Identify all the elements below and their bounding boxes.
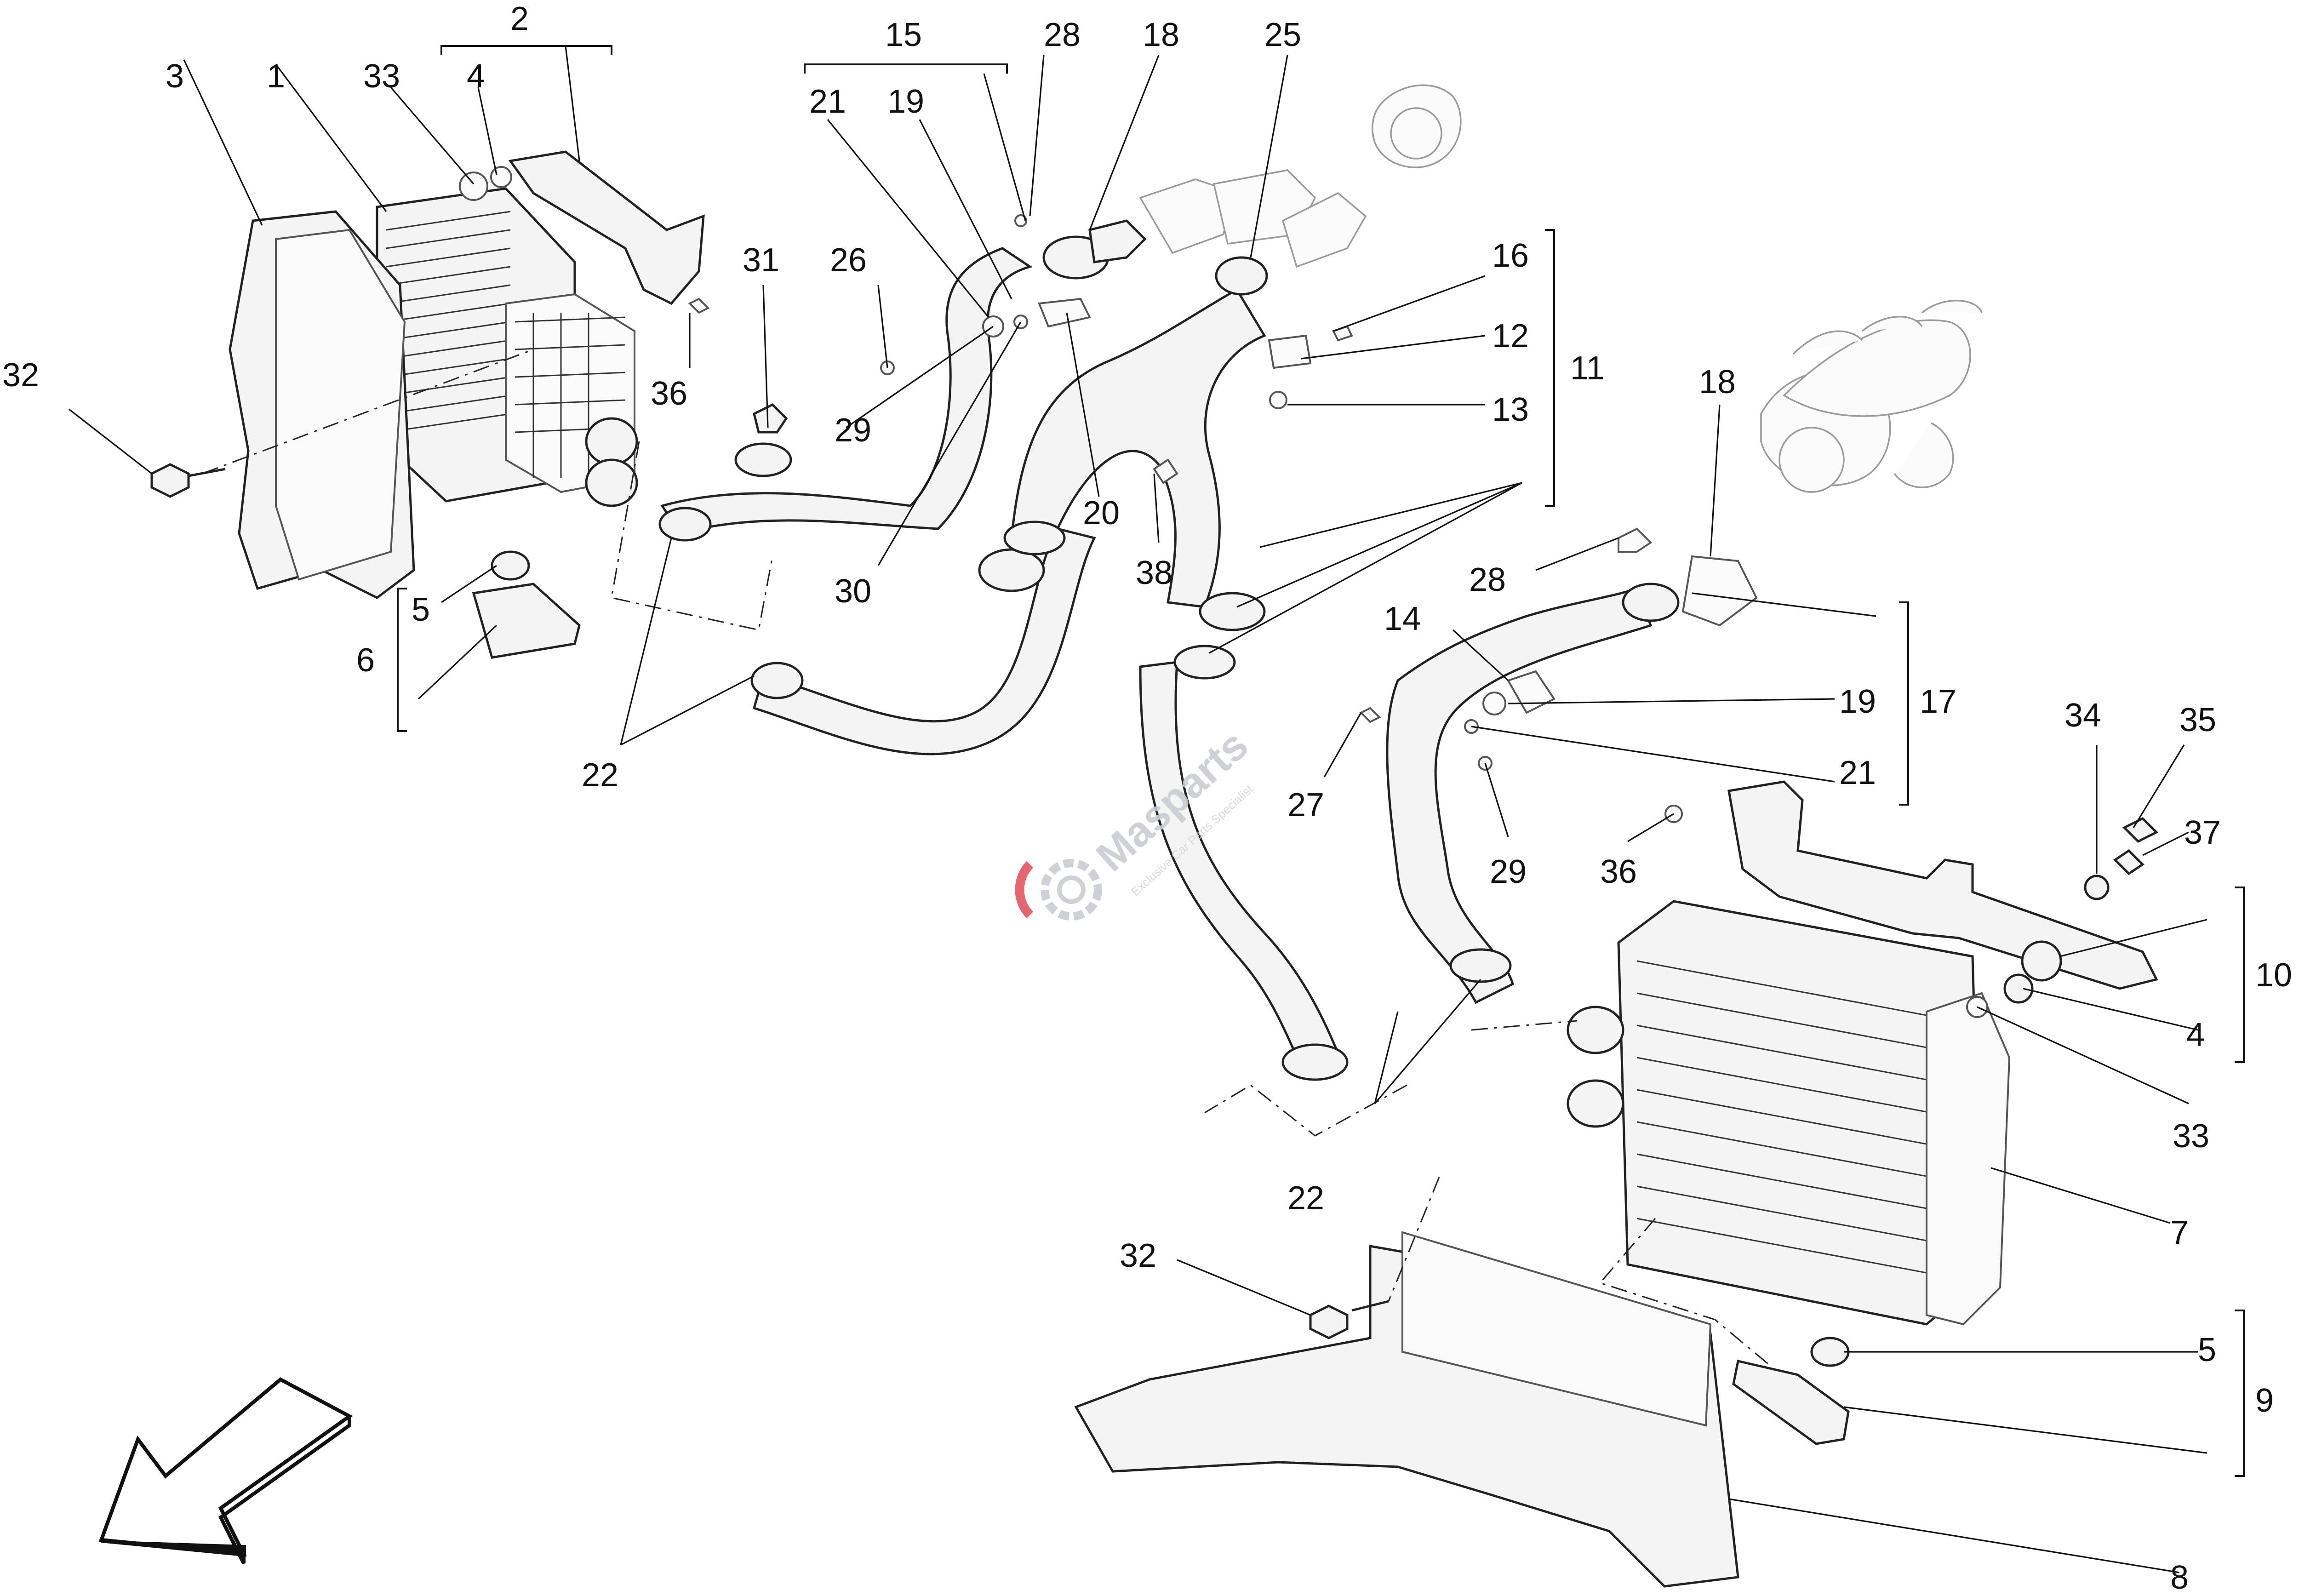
callout-32b: 32 xyxy=(1120,1237,1156,1274)
hose-lower-left xyxy=(750,527,1096,755)
callout-6: 6 xyxy=(356,642,375,679)
callout-1: 1 xyxy=(267,58,285,95)
callout-22: 22 xyxy=(582,757,618,794)
direction-arrow-icon xyxy=(98,1377,353,1564)
turbocharger-ghost xyxy=(1760,299,1983,493)
callout-28b: 28 xyxy=(1469,561,1506,598)
left-lower-support xyxy=(472,550,581,659)
y-pipe xyxy=(1003,288,1266,631)
callout-8: 8 xyxy=(2170,1559,2189,1596)
assembly-lines xyxy=(202,349,1771,1367)
callout-16: 16 xyxy=(1492,237,1529,274)
callout-36: 36 xyxy=(651,375,687,412)
callout-4b: 4 xyxy=(2186,1017,2205,1053)
callout-15: 15 xyxy=(885,17,922,53)
callout-26: 26 xyxy=(830,242,867,279)
callout-29b: 29 xyxy=(1490,853,1527,890)
hose-mid-right xyxy=(1386,583,1680,1004)
left-intercooler xyxy=(376,187,638,507)
callout-9: 9 xyxy=(2255,1382,2274,1419)
callout-11: 11 xyxy=(1570,350,1605,387)
callout-13: 13 xyxy=(1492,391,1529,428)
left-air-duct xyxy=(229,210,415,599)
callout-22b: 22 xyxy=(1287,1180,1324,1217)
throttle-body-ghost xyxy=(1139,84,1462,268)
callout-30: 30 xyxy=(835,573,871,610)
callout-21b: 21 xyxy=(1839,755,1876,791)
callout-25: 25 xyxy=(1264,17,1301,53)
callout-33: 33 xyxy=(363,58,400,95)
callout-19b: 19 xyxy=(1839,683,1876,720)
brand-accent xyxy=(1015,861,1034,919)
callout-31: 31 xyxy=(743,242,779,279)
left-bracket xyxy=(459,150,705,305)
callout-2: 2 xyxy=(510,0,529,37)
callout-19: 19 xyxy=(887,83,924,120)
right-lower-support xyxy=(1732,1337,1850,1445)
callout-36b: 36 xyxy=(1600,853,1637,890)
callout-10: 10 xyxy=(2255,957,2292,994)
callout-5b: 5 xyxy=(2198,1332,2216,1368)
callout-28: 28 xyxy=(1044,17,1081,53)
callout-18: 18 xyxy=(1143,17,1179,53)
right-intercooler xyxy=(1567,900,2011,1326)
callout-3: 3 xyxy=(166,58,184,95)
hose-long-right xyxy=(1139,645,1349,1081)
callout-32: 32 xyxy=(2,357,39,394)
callout-33b: 33 xyxy=(2173,1118,2209,1155)
right-bracket xyxy=(1727,780,2158,1018)
callout-18b: 18 xyxy=(1699,364,1736,400)
callout-7: 7 xyxy=(2170,1214,2189,1251)
callout-17: 17 xyxy=(1920,683,1956,720)
callout-20: 20 xyxy=(1083,495,1120,532)
callout-37: 37 xyxy=(2184,814,2221,851)
hose-upper-left xyxy=(658,247,1033,542)
gear-icon xyxy=(1041,859,1102,921)
callout-29: 29 xyxy=(835,412,871,449)
callout-21: 21 xyxy=(809,83,846,120)
leader-lines xyxy=(69,45,2245,1573)
fasteners xyxy=(150,214,2159,1339)
callout-4: 4 xyxy=(467,58,485,95)
right-air-duct xyxy=(1074,1231,1739,1588)
callout-38: 38 xyxy=(1136,555,1172,591)
callout-34: 34 xyxy=(2065,697,2101,734)
callout-5: 5 xyxy=(412,591,430,628)
callout-14: 14 xyxy=(1384,601,1421,637)
callout-27: 27 xyxy=(1287,787,1324,824)
callout-12: 12 xyxy=(1492,318,1529,355)
callout-35: 35 xyxy=(2179,702,2216,738)
